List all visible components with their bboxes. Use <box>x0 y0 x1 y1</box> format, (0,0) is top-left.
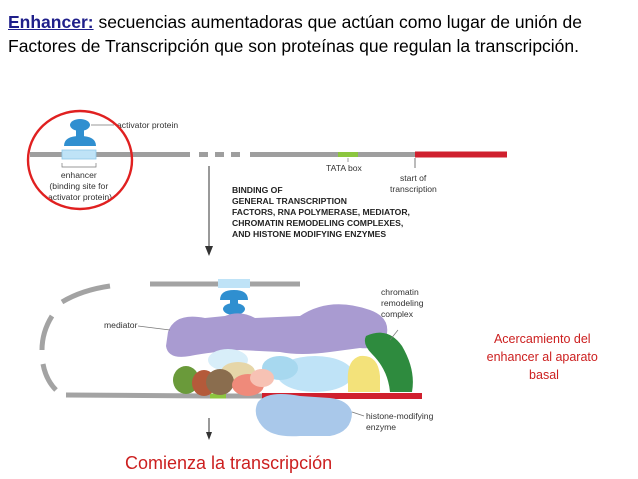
header-keyword: Enhancer: <box>8 12 94 32</box>
loop-dash-1 <box>60 283 111 305</box>
top-dna-dash-1 <box>199 152 208 157</box>
comienza-note: Comienza la transcripción <box>125 453 332 473</box>
loop-dash-3 <box>40 363 58 392</box>
enhancer-box <box>61 149 97 160</box>
chromatin-leader <box>389 329 399 341</box>
header-text: Enhancer: secuencias aumentadoras que ac… <box>8 10 628 58</box>
loop-bottom-strand <box>65 392 211 399</box>
highlight-circle <box>26 109 134 211</box>
transcribed-region <box>415 151 507 158</box>
looped-activator-icon <box>220 290 248 315</box>
transcription-factors-cluster <box>173 349 353 396</box>
top-dna-right <box>250 152 415 157</box>
activator-label: activator protein <box>117 120 178 130</box>
start-label: start of transcription <box>390 173 437 194</box>
header-description: secuencias aumentadoras que actúan como … <box>8 12 582 56</box>
top-dna-strand <box>30 151 507 158</box>
loop-dash-2 <box>39 314 55 351</box>
top-dna-left <box>30 152 190 157</box>
mediator-leader <box>137 325 171 331</box>
histone-label: histone-modifying enzyme <box>366 411 436 432</box>
mediator-complex <box>166 304 388 357</box>
mediator-label: mediator <box>104 320 138 330</box>
binding-description: BINDING OF GENERAL TRANSCRIPTION FACTORS… <box>232 185 412 239</box>
chromatin-remodeling-complex <box>364 332 413 392</box>
chromatin-label: chromatin remodeling complex <box>381 287 426 319</box>
acercamiento-note: Acercamiento del enhancer al aparato bas… <box>487 332 602 382</box>
process-arrow-head <box>205 246 213 256</box>
bottom-arrow-head <box>206 432 212 440</box>
histone-modifying-enzyme <box>255 394 352 437</box>
top-dna-dash-2 <box>215 152 224 157</box>
looped-transcribed-region <box>262 393 422 399</box>
tata-label: TATA box <box>326 163 363 173</box>
looped-enhancer-box <box>218 279 250 288</box>
looped-tata-box <box>210 393 226 399</box>
histone-leader <box>351 411 365 417</box>
enhancer-label: enhancer (binding site for activator pro… <box>48 170 112 202</box>
yellow-factor <box>347 355 380 392</box>
top-dna-dash-3 <box>231 152 240 157</box>
enhancer-bracket <box>61 163 97 168</box>
tata-box-segment <box>338 152 358 157</box>
activator-protein-icon <box>64 119 96 146</box>
